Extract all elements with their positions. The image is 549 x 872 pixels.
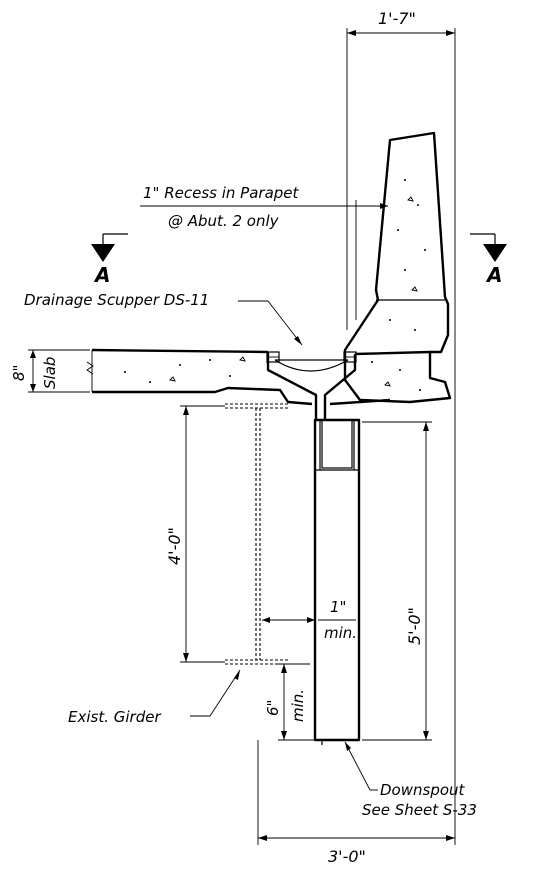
recess-label-line1: 1" Recess in Parapet — [143, 184, 300, 202]
dim-4ft-label: 4'-0" — [165, 527, 184, 565]
dim-5ft-label: 5'-0" — [405, 607, 424, 645]
section-left-label: A — [93, 263, 110, 287]
exist-girder-callout: Exist. Girder — [68, 669, 241, 726]
downspout-callout: Downspout See Sheet S-33 — [344, 741, 477, 819]
parapet — [343, 131, 452, 404]
dim-6in-min-label: min. — [289, 689, 307, 722]
downspout-label-line1: Downspout — [380, 781, 466, 799]
slab-depth-label: 8" — [10, 365, 28, 381]
recess-label-line2: @ Abut. 2 only — [168, 212, 280, 230]
section-right-label: A — [485, 263, 502, 287]
dimension-top-1ft7in: 1'-7" — [347, 9, 455, 36]
dim-1in-label: 1" — [330, 598, 346, 616]
existing-girder — [225, 403, 290, 665]
parapet-aggregate-marks — [371, 179, 426, 391]
dim-1in-min-label: min. — [324, 624, 357, 642]
dimension-1in-min: 1" min. — [262, 598, 357, 642]
deck-slab — [86, 348, 431, 406]
dimension-slab-8in: 8" Slab — [10, 349, 90, 393]
dimension-bottom-3ft: 3'-0" — [258, 835, 455, 866]
recess-callout: 1" Recess in Parapet @ Abut. 2 only — [140, 184, 388, 320]
dim-6in-label: 6" — [264, 700, 282, 716]
slab-label: Slab — [41, 357, 59, 389]
dimension-5ft: 5'-0" — [362, 421, 432, 741]
extension-lines — [257, 28, 456, 845]
exist-girder-label: Exist. Girder — [68, 708, 161, 726]
downspout-label-line2: See Sheet S-33 — [362, 801, 477, 819]
dim-bottom-label: 3'-0" — [328, 847, 366, 866]
slab-aggregate-marks — [124, 356, 246, 383]
dimension-4ft: 4'-0" — [165, 405, 225, 663]
dim-top-label: 1'-7" — [378, 9, 416, 28]
section-marker-right: A — [470, 233, 507, 287]
dimension-6in-min: 6" min. — [264, 663, 315, 741]
drainage-scupper-label: Drainage Scupper DS-11 — [24, 291, 209, 309]
scupper-body — [266, 351, 357, 420]
downspout-pipe — [313, 418, 361, 745]
drainage-scupper-callout: Drainage Scupper DS-11 — [24, 291, 303, 346]
section-marker-left: A — [91, 233, 128, 287]
